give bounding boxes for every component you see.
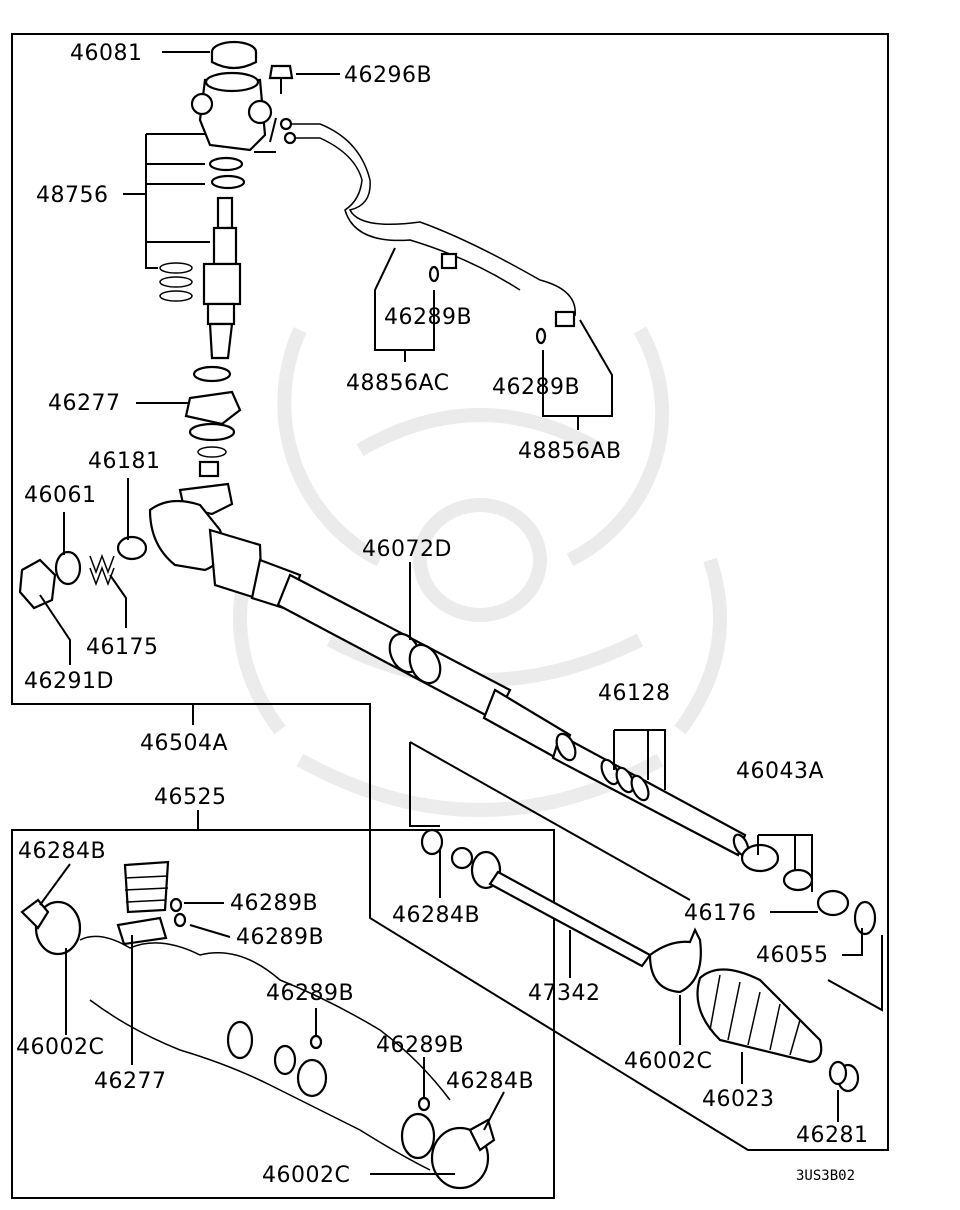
- subassembly-box: [11, 829, 555, 1199]
- bushing-set: [740, 843, 877, 936]
- label-46281: 46281: [796, 1123, 869, 1148]
- label-46284B: 46284B: [18, 839, 106, 864]
- pinion-shaft: [202, 196, 242, 360]
- valve-cap: [210, 40, 258, 70]
- label-46128: 46128: [598, 681, 671, 706]
- label-46525: 46525: [154, 785, 227, 810]
- label-46291D: 46291D: [24, 669, 114, 694]
- label-46504A: 46504A: [140, 731, 228, 756]
- gear-housing: [116, 482, 302, 612]
- boot-clip: [828, 1060, 860, 1093]
- label-48756: 48756: [36, 183, 109, 208]
- lock-nut: [18, 558, 57, 610]
- sub-clamp-left: [20, 898, 82, 956]
- sub-housing: [79, 860, 451, 1171]
- label-46289B: 46289B: [384, 305, 472, 330]
- seal-ring: [208, 156, 244, 172]
- label-46284B: 46284B: [446, 1069, 534, 1094]
- bolt: [268, 64, 294, 94]
- label-46175: 46175: [86, 635, 159, 660]
- label-46176: 46176: [684, 901, 757, 926]
- label-46181: 46181: [88, 449, 161, 474]
- assembly-outline: [11, 33, 889, 1151]
- label-46289B: 46289B: [492, 375, 580, 400]
- label-46061: 46061: [24, 483, 97, 508]
- rack-seal: [630, 774, 650, 802]
- seal-ring: [210, 174, 246, 190]
- label-48856AB: 48856AB: [518, 439, 622, 464]
- label-46002C: 46002C: [262, 1163, 350, 1188]
- label-46072D: 46072D: [362, 537, 452, 562]
- label-46289B: 46289B: [376, 1033, 464, 1058]
- pressure-tubes: [279, 117, 576, 345]
- label-46002C: 46002C: [16, 1035, 104, 1060]
- label-48856AC: 48856AC: [346, 371, 450, 396]
- label-46284B: 46284B: [392, 903, 480, 928]
- tie-rod: [420, 828, 652, 968]
- pinion-cover: [184, 365, 242, 478]
- spring: [89, 553, 115, 587]
- label-46289B: 46289B: [230, 891, 318, 916]
- label-46289B: 46289B: [266, 981, 354, 1006]
- adjust-plug: [54, 550, 82, 586]
- boot-clamp: [648, 927, 702, 994]
- label-46002C: 46002C: [624, 1049, 712, 1074]
- ring-set: [159, 262, 193, 302]
- label-46296B: 46296B: [344, 63, 432, 88]
- label-46277: 46277: [94, 1069, 167, 1094]
- rack-boot: [696, 968, 823, 1064]
- rack-seal: [615, 766, 635, 794]
- valve-housing: [190, 71, 273, 152]
- label-46055: 46055: [756, 943, 829, 968]
- label-47342: 47342: [528, 981, 601, 1006]
- label-46043A: 46043A: [736, 759, 824, 784]
- label-46289B: 46289B: [236, 925, 324, 950]
- label-46023: 46023: [702, 1087, 775, 1112]
- leader-lines: [39, 51, 883, 1175]
- diagram-code: 3US3B02: [796, 1168, 855, 1184]
- label-46081: 46081: [70, 41, 143, 66]
- part-labels: 46081 46296B 48756 46289B 48856AC 46289B…: [16, 41, 869, 1188]
- label-46277: 46277: [48, 391, 121, 416]
